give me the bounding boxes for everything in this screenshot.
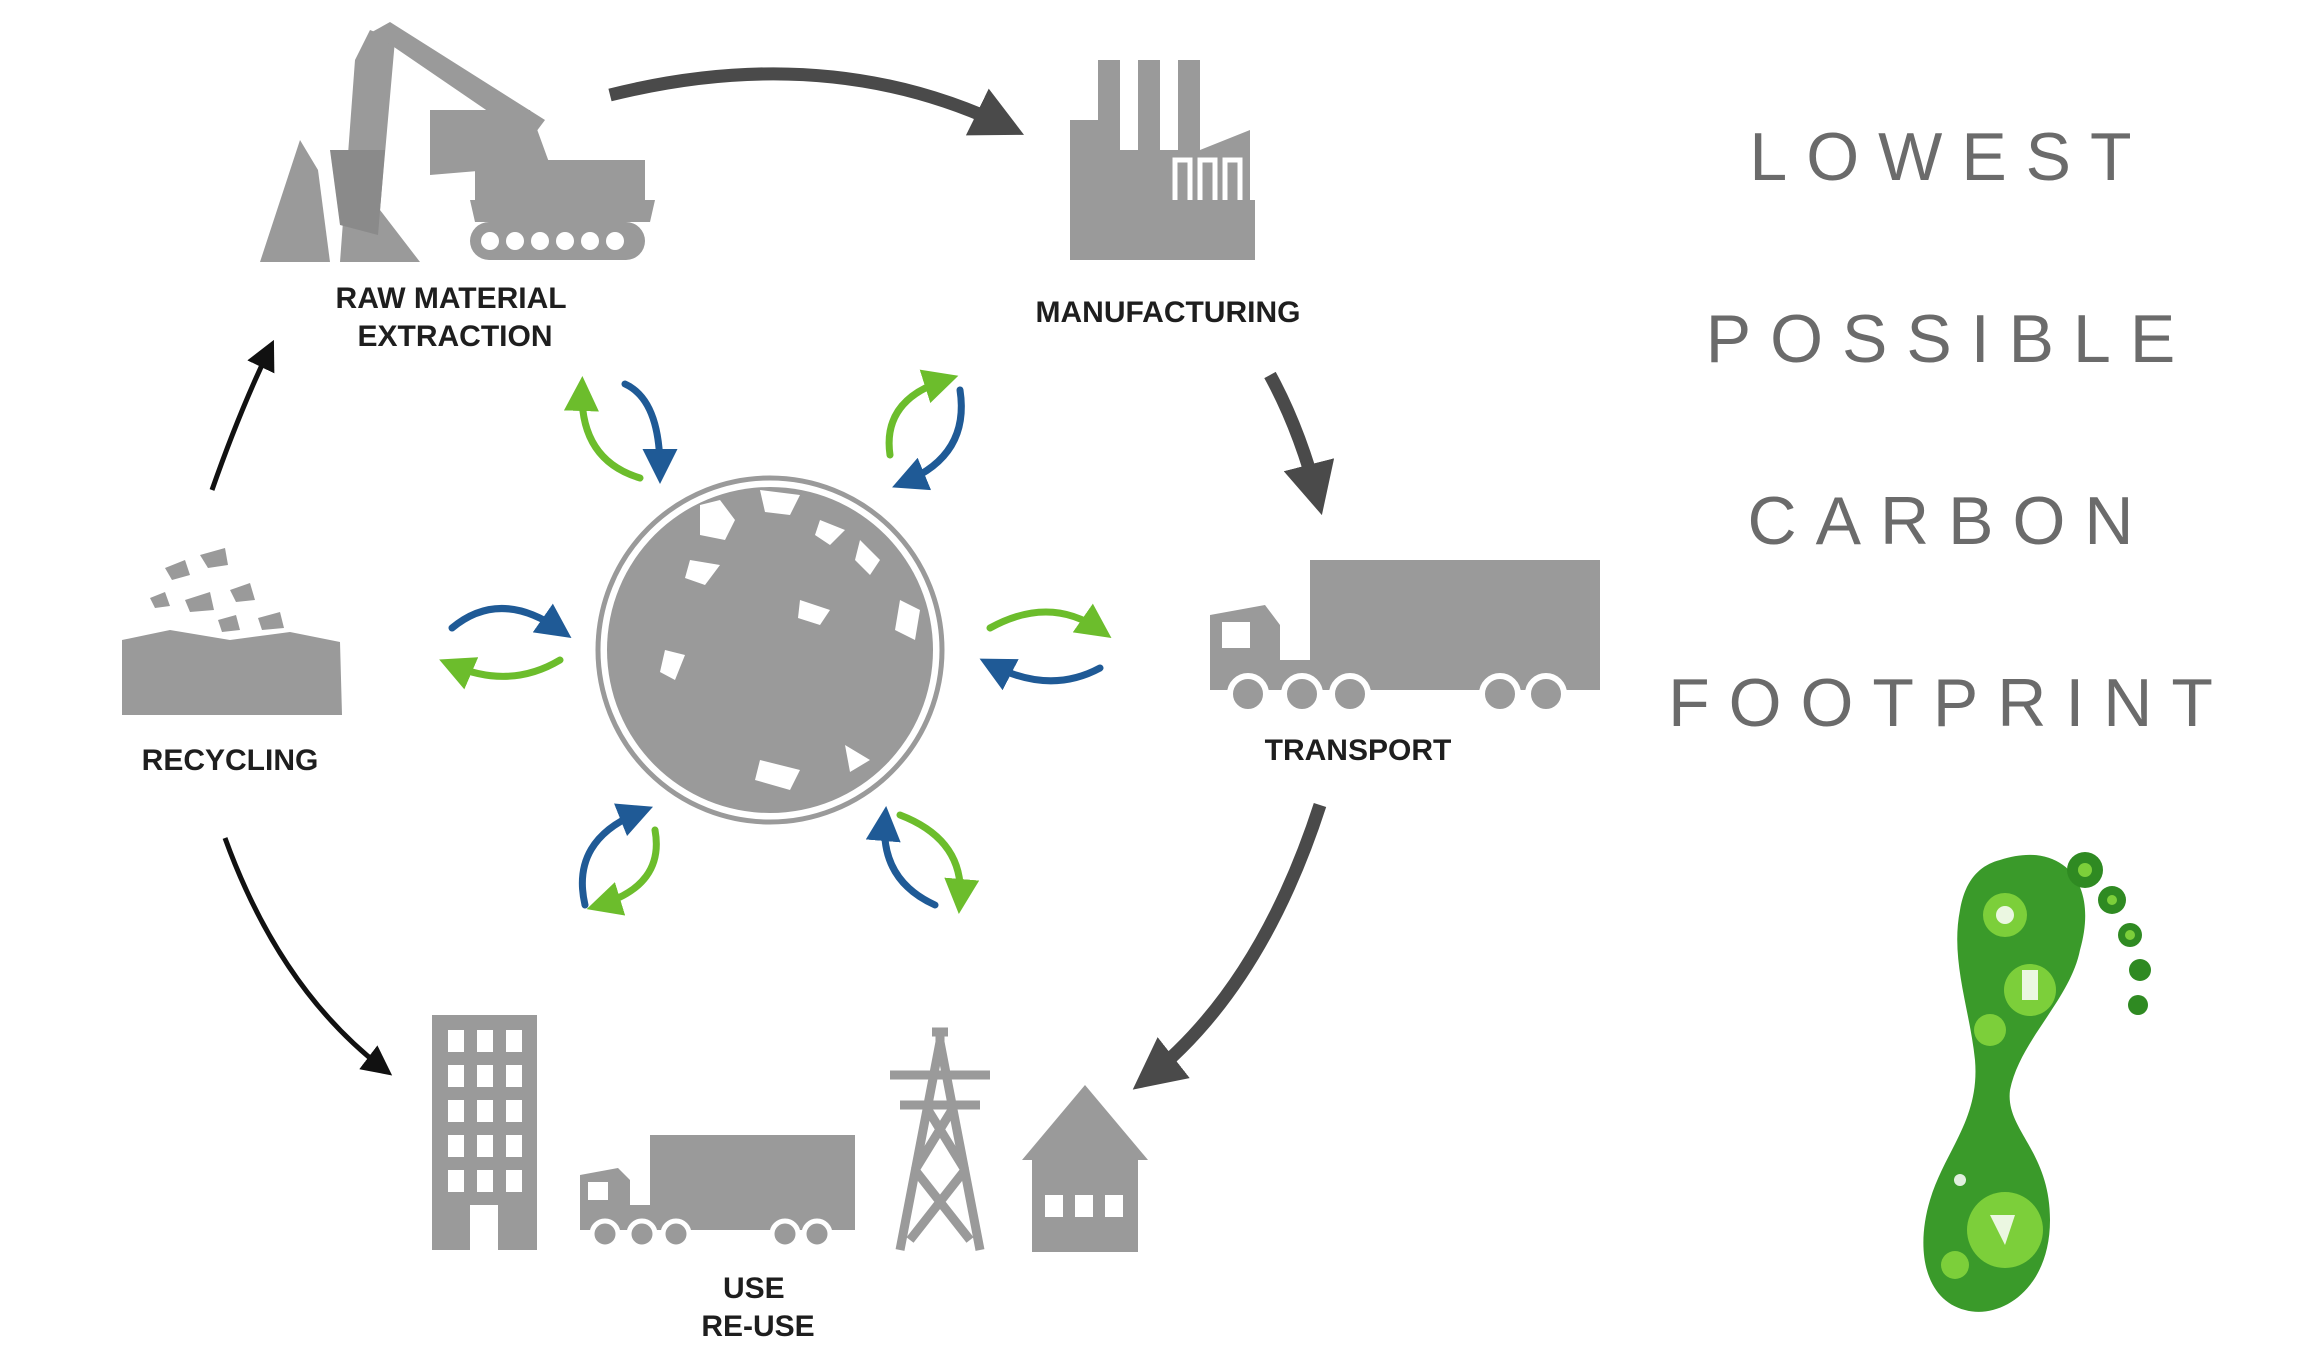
- transport-label: TRANSPORT: [1265, 734, 1452, 767]
- exchange-arrows-right: [979, 603, 1112, 691]
- arrow-recycling-to-extraction: [209, 339, 275, 491]
- exchange-arrows-upper-left: [563, 376, 678, 484]
- recycling-label: RECYCLING: [142, 744, 319, 777]
- manufacturing-label: MANUFACTURING: [1036, 296, 1301, 329]
- headline-line-2: POSSIBLE: [1705, 301, 2195, 377]
- arrow-recycling-to-use: [222, 837, 393, 1076]
- excavator-icon: [260, 22, 655, 262]
- globe-icon: [595, 475, 945, 825]
- truck-icon: [580, 1135, 855, 1250]
- arrow-transport-to-use: [1132, 802, 1327, 1090]
- building-icon: [432, 1015, 537, 1250]
- exchange-arrows-upper-right: [885, 369, 965, 491]
- arrow-manufacturing-to-transport: [1264, 371, 1335, 516]
- arrow-extraction-to-manufacturing: [608, 67, 1025, 136]
- use-label: USE RE-USE: [701, 1272, 814, 1343]
- exchange-arrows-lower-left: [578, 803, 660, 916]
- exchange-arrows-left: [439, 603, 572, 690]
- house-icon: [1022, 1085, 1148, 1252]
- recycling-heap-icon: [122, 548, 342, 715]
- power-pylon-icon: [890, 1027, 990, 1251]
- headline-line-1: LOWEST: [1749, 119, 2151, 195]
- truck-icon: [1210, 560, 1600, 715]
- headline-line-4: FOOTPRINT: [1668, 665, 2232, 741]
- exchange-arrows-lower-right: [865, 806, 980, 914]
- raw-material-label: RAW MATERIAL EXTRACTION: [336, 282, 575, 353]
- factory-icon: [1070, 60, 1255, 260]
- headline-line-3: CARBON: [1747, 483, 2153, 559]
- footprint-icon: [1923, 852, 2151, 1312]
